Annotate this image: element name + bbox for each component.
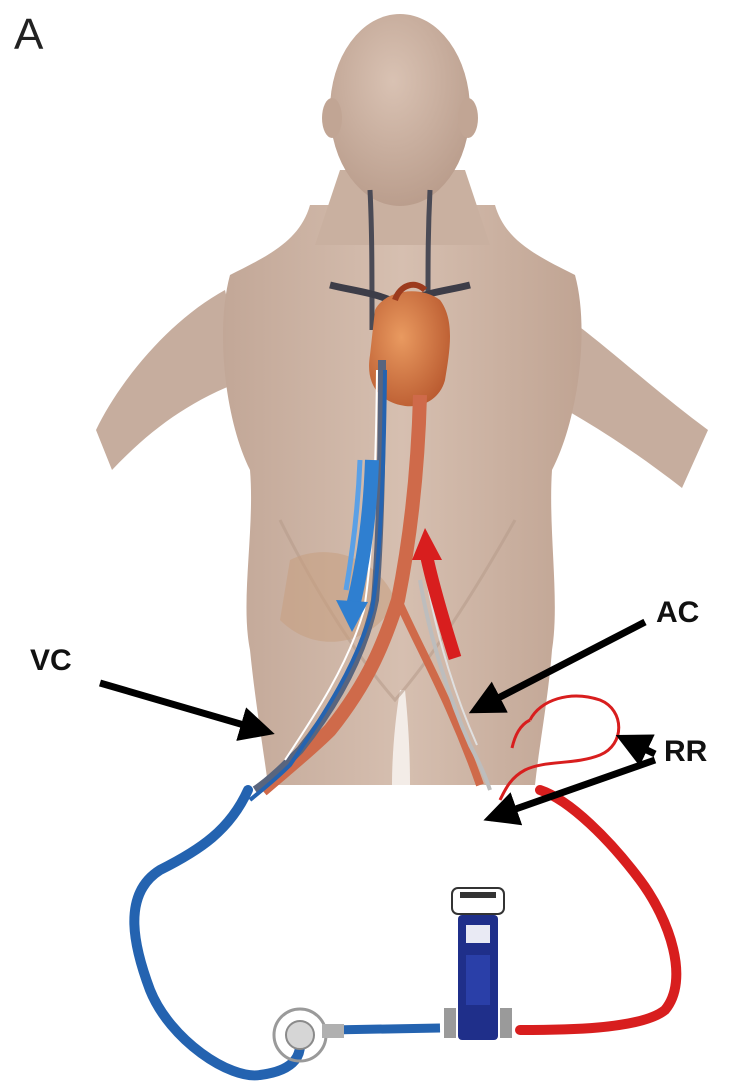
human-body xyxy=(0,14,748,1084)
panel-letter: A xyxy=(14,10,43,60)
label-arterial-cannula: AC xyxy=(656,596,699,630)
label-venous-cannula: VC xyxy=(30,644,72,678)
pump-to-oxygenator-tube xyxy=(330,1028,440,1030)
label-reperfusion-line: RR xyxy=(664,735,707,769)
